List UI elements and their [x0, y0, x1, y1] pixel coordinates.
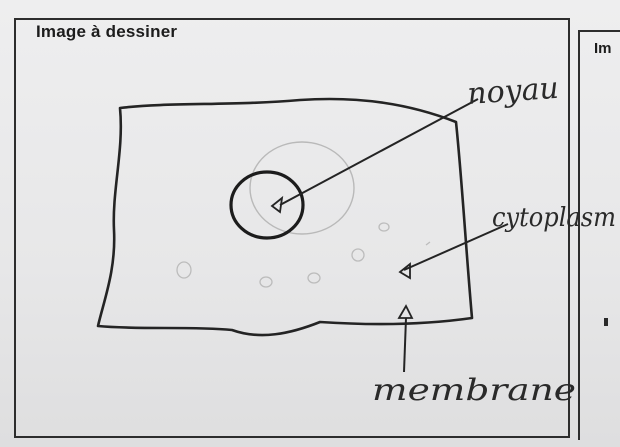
stray-mark — [604, 318, 608, 326]
label-membrane: membrane — [372, 373, 576, 408]
label-nucleus: noyau — [466, 71, 560, 112]
nucleus-pointer-line — [280, 99, 478, 205]
membrane-arrowhead — [399, 306, 412, 318]
cytoplasm-arrowhead — [400, 264, 410, 278]
membrane-pointer-line — [404, 318, 406, 372]
nucleus-circle — [231, 172, 303, 238]
cytoplasm-sketch-marks — [177, 223, 430, 287]
label-cytoplasm: cytoplasm — [492, 203, 616, 233]
cell-membrane-outline — [98, 99, 472, 335]
pencil-halo-sketch — [250, 142, 354, 234]
